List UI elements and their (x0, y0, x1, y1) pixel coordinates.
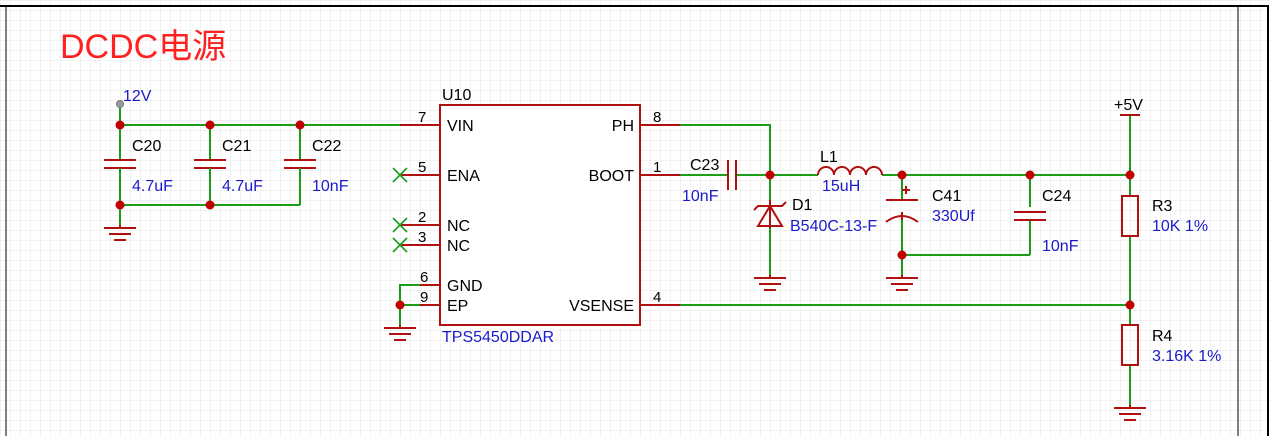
c21-ref: C21 (222, 138, 251, 155)
c24-value: 10nF (1042, 238, 1079, 255)
inductor-l1[interactable] (817, 166, 883, 176)
c22-value: 10nF (312, 178, 349, 195)
junction-dot (205, 120, 215, 130)
resistor-r4[interactable] (1121, 324, 1139, 366)
pin-num-ep: 9 (420, 289, 428, 306)
sheet-title: DCDC电源 (60, 28, 226, 66)
no-connect-markers (392, 167, 408, 253)
ground-icon-diode (754, 275, 786, 291)
junction-dot (1125, 300, 1135, 310)
junction-dot (1025, 170, 1035, 180)
pin-name-vsense: VSENSE (569, 298, 634, 315)
c41-ref: C41 (932, 188, 961, 205)
pin-num-nc2: 3 (418, 229, 426, 246)
c22-ref: C22 (312, 138, 341, 155)
resistor-icon (1121, 324, 1139, 366)
pin-num-boot: 1 (653, 159, 661, 176)
c20-ref: C20 (132, 138, 161, 155)
junction-dots (115, 120, 1135, 310)
ic-part: TPS5450DDAR (442, 329, 554, 346)
c24-ref: C24 (1042, 188, 1071, 205)
resistor-icon (1121, 195, 1139, 237)
c23-ref: C23 (690, 157, 719, 174)
power-label-5v: +5V (1114, 97, 1143, 114)
ground-icon-input (104, 225, 136, 241)
pin-name-ena: ENA (447, 168, 480, 185)
pin-num-ph: 8 (653, 109, 661, 126)
junction-dot (115, 120, 125, 130)
pin-num-nc1: 2 (418, 209, 426, 226)
pin-num-gnd: 6 (420, 269, 428, 286)
c41-value: 330Uf (932, 208, 975, 225)
ground-symbols (104, 225, 1146, 421)
no-connect-icon-nc1 (392, 217, 408, 233)
ic-body[interactable] (439, 104, 641, 326)
diode-icon (756, 204, 784, 227)
c23-value: 10nF (682, 188, 719, 205)
l1-ref: L1 (820, 149, 838, 166)
power-pin-icon (116, 100, 124, 108)
junction-dot (897, 250, 907, 260)
pin-name-nc2: NC (447, 238, 470, 255)
junction-dot (205, 200, 215, 210)
pin-name-boot: BOOT (589, 168, 635, 185)
capacitor-c23[interactable] (727, 160, 737, 190)
r4-value: 3.16K 1% (1152, 348, 1221, 365)
pin-name-ep: EP (447, 298, 468, 315)
junction-dot (897, 170, 907, 180)
junction-dot (115, 200, 125, 210)
pin-num-vin: 7 (418, 109, 426, 126)
no-connect-icon-ena (392, 167, 408, 183)
pin-name-ph: PH (612, 118, 634, 135)
power-port-12v[interactable]: 12V (116, 88, 152, 108)
c20-value: 4.7uF (132, 178, 173, 195)
inductor-icon (817, 166, 883, 176)
ground-icon-feedback (1114, 405, 1146, 421)
junction-dot (1125, 170, 1135, 180)
ic-u10[interactable]: U10 TPS5450DDAR 7 VIN 5 ENA 2 NC 3 NC 6 … (400, 87, 680, 346)
d1-ref: D1 (792, 197, 813, 214)
ground-icon-ic (384, 325, 416, 341)
l1-value: 15uH (822, 178, 860, 195)
no-connect-icon-nc2 (392, 237, 408, 253)
ic-ref: U10 (442, 87, 471, 104)
junction-dot (765, 170, 775, 180)
capacitor-c41[interactable] (885, 186, 919, 223)
diode-d1[interactable] (753, 200, 787, 228)
capacitor-c24[interactable] (1014, 211, 1046, 221)
pin-name-nc1: NC (447, 218, 470, 235)
c21-value: 4.7uF (222, 178, 263, 195)
d1-value: B540C-13-F (790, 218, 877, 235)
r3-value: 10K 1% (1152, 218, 1208, 235)
junction-dot (395, 300, 405, 310)
resistor-r3[interactable] (1121, 195, 1139, 237)
pin-name-vin: VIN (447, 118, 474, 135)
pin-num-vsense: 4 (653, 289, 661, 306)
junction-dot (295, 120, 305, 130)
pin-num-ena: 5 (418, 159, 426, 176)
ic-pins (400, 124, 680, 306)
pin-name-gnd: GND (447, 278, 483, 295)
power-label-12v: 12V (123, 88, 152, 105)
r3-ref: R3 (1152, 198, 1173, 215)
ground-icon-output (886, 275, 918, 291)
sheet-border-top (0, 5, 1269, 436)
r4-ref: R4 (1152, 328, 1173, 345)
